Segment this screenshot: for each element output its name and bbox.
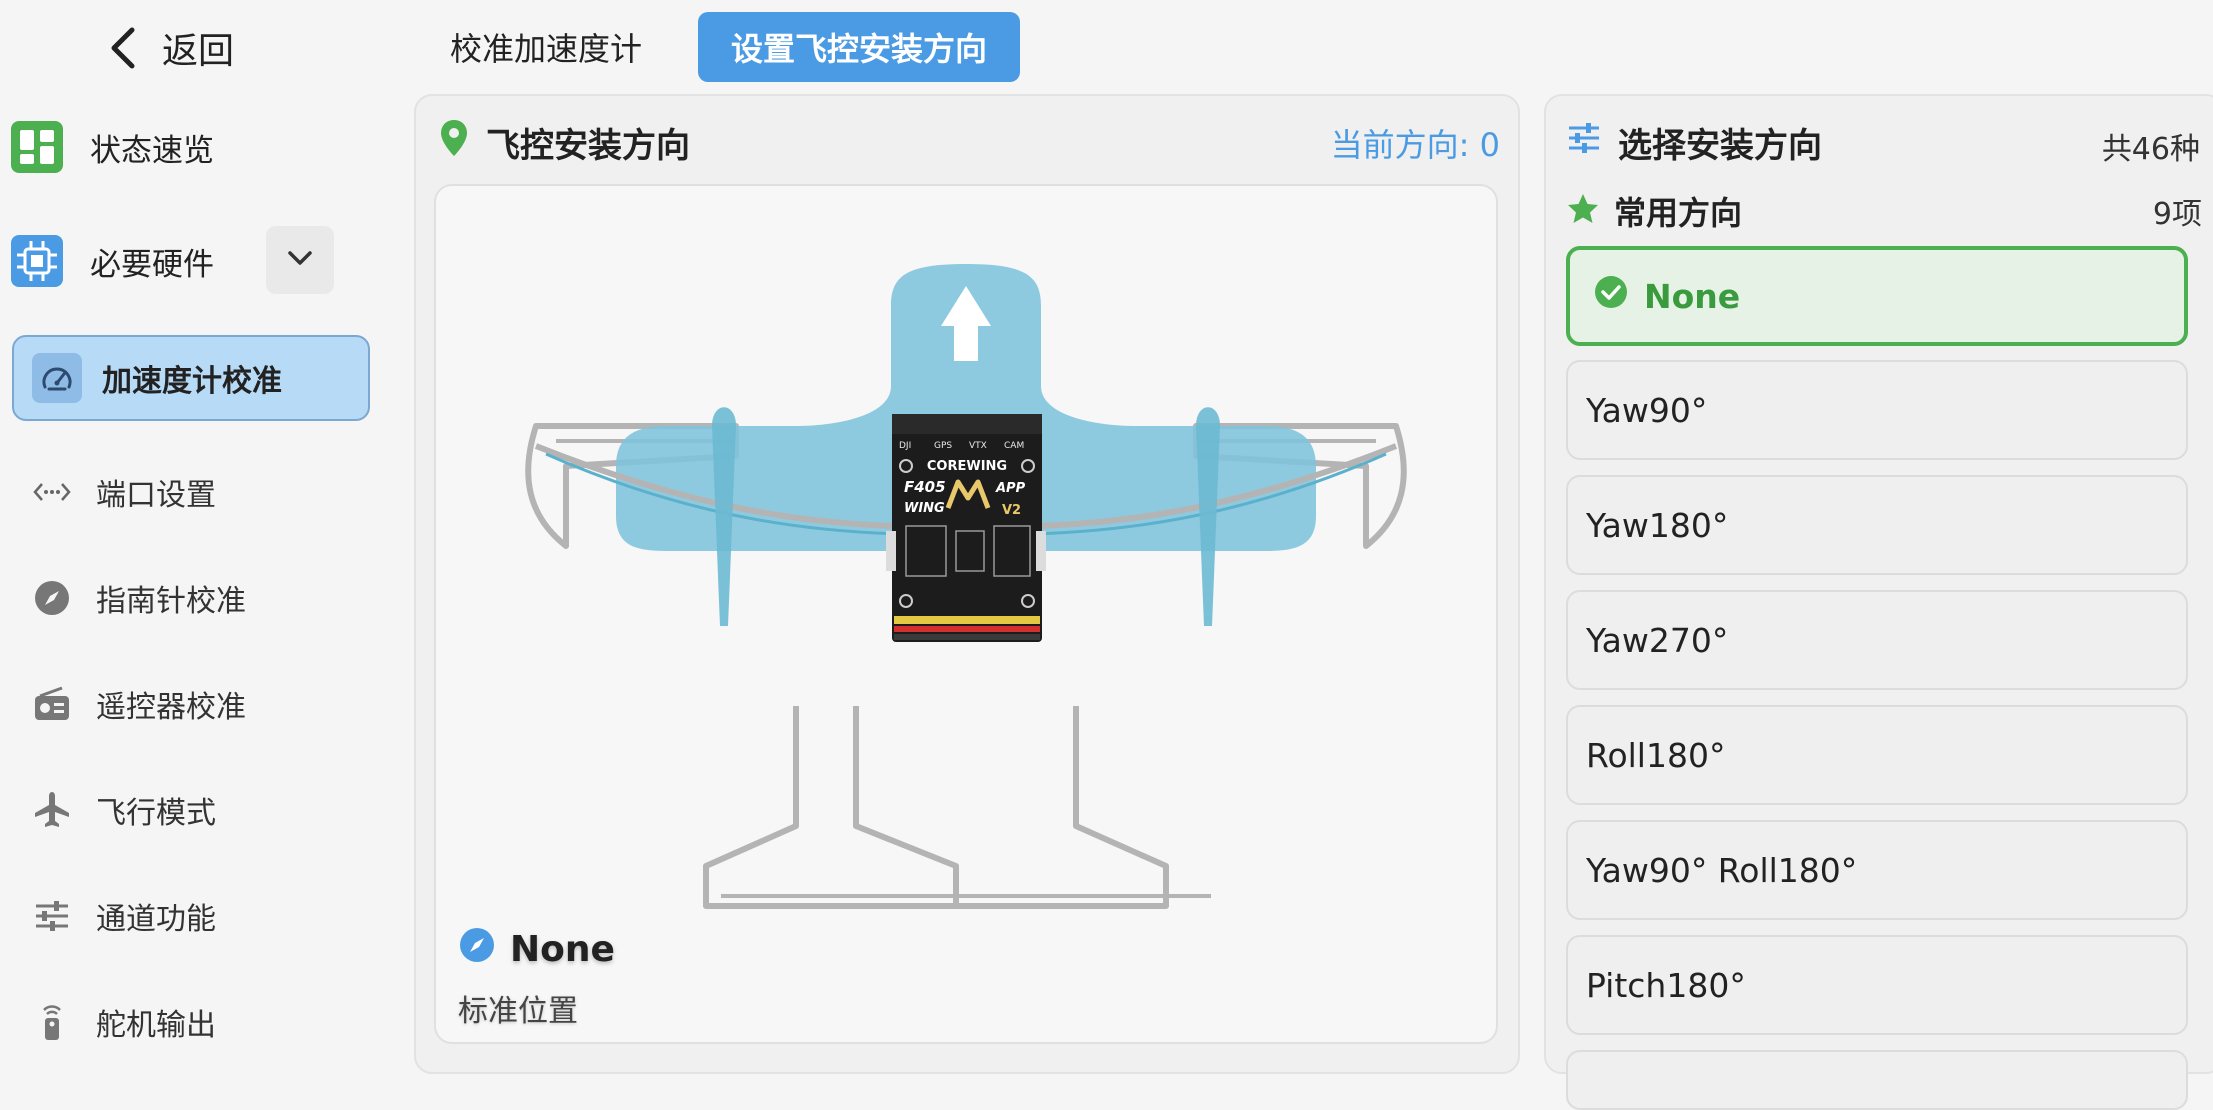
option-label: Yaw270° bbox=[1586, 620, 1729, 660]
common-directions-header: 常用方向 9项 bbox=[1566, 188, 2202, 234]
star-icon bbox=[1566, 192, 1600, 230]
orientation-option-none[interactable]: None bbox=[1566, 246, 2188, 346]
compass-icon bbox=[458, 926, 496, 973]
orientation-option[interactable]: Yaw90° Roll180° bbox=[1566, 820, 2188, 920]
expand-hardware-button[interactable] bbox=[266, 226, 334, 294]
orientation-option[interactable]: Pitch180° bbox=[1566, 935, 2188, 1035]
chevron-down-icon bbox=[286, 249, 314, 271]
sidebar-item-label: 状态速览 bbox=[90, 132, 214, 169]
gauge-icon bbox=[32, 353, 82, 403]
sidebar-item-label: 通道功能 bbox=[96, 902, 216, 937]
sidebar-item-servo-output[interactable]: 舵机输出 bbox=[32, 1000, 216, 1044]
orientation-name-text: None bbox=[510, 929, 615, 970]
sidebar-item-label: 必要硬件 bbox=[90, 246, 214, 283]
section-label: 常用方向 bbox=[1614, 194, 1743, 232]
radio-icon bbox=[32, 684, 72, 724]
sidebar-item-ports[interactable]: 端口设置 bbox=[32, 470, 216, 514]
sidebar-item-radio[interactable]: 遥控器校准 bbox=[32, 682, 246, 726]
sidebar-item-accel-calibration[interactable]: 加速度计校准 bbox=[12, 335, 370, 421]
board-label: GPS bbox=[934, 441, 952, 451]
board-label: VTX bbox=[969, 441, 987, 451]
orientation-option-partial[interactable] bbox=[1566, 1050, 2188, 1110]
sidebar-item-label: 遥控器校准 bbox=[96, 690, 246, 725]
select-panel-header: 选择安装方向 bbox=[1566, 118, 1822, 167]
sidebar-item-compass[interactable]: 指南针校准 bbox=[32, 576, 246, 620]
board-suffix: APP bbox=[995, 481, 1026, 496]
board-variant: WING bbox=[904, 501, 945, 516]
sidebar-item-hardware[interactable]: 必要硬件 bbox=[10, 234, 214, 288]
sidebar-item-label: 加速度计校准 bbox=[102, 364, 282, 399]
select-panel-title: 选择安装方向 bbox=[1618, 126, 1822, 166]
option-label: Pitch180° bbox=[1586, 965, 1746, 1005]
option-label: Roll180° bbox=[1586, 735, 1726, 775]
option-label: Yaw90° Roll180° bbox=[1586, 850, 1858, 890]
total-count: 共46种 bbox=[2101, 132, 2200, 167]
chip-icon bbox=[10, 234, 64, 288]
orientation-option[interactable]: Roll180° bbox=[1566, 705, 2188, 805]
sliders-icon bbox=[32, 896, 72, 936]
remote-icon bbox=[32, 1002, 72, 1042]
tab-board-orientation[interactable]: 设置飞控安装方向 bbox=[698, 12, 1020, 82]
sidebar-item-flight-modes[interactable]: 飞行模式 bbox=[32, 788, 216, 832]
orientation-panel: 飞控安装方向 当前方向: 0 bbox=[414, 94, 1520, 1074]
compass-icon bbox=[32, 578, 72, 618]
sidebar-item-label: 舵机输出 bbox=[96, 1008, 216, 1043]
sidebar-item-channels[interactable]: 通道功能 bbox=[32, 894, 216, 938]
sidebar-item-status[interactable]: 状态速览 bbox=[10, 120, 214, 174]
chevron-left-icon bbox=[108, 26, 138, 70]
option-label: Yaw90° bbox=[1586, 390, 1708, 430]
select-orientation-panel: 选择安装方向 共46种 常用方向 9项 None Yaw90° Yaw180° … bbox=[1544, 94, 2213, 1110]
orientation-preview: DJI GPS VTX CAM COREWING F405 APP WING V… bbox=[434, 184, 1498, 1044]
board-label: CAM bbox=[1004, 441, 1024, 451]
orientation-name: None bbox=[458, 926, 615, 973]
orientation-option[interactable]: Yaw180° bbox=[1566, 475, 2188, 575]
option-label: None bbox=[1644, 276, 1741, 316]
sidebar-item-label: 飞行模式 bbox=[96, 796, 216, 831]
board-label: DJI bbox=[899, 441, 911, 451]
airplane-icon bbox=[32, 790, 72, 830]
section-count: 9项 bbox=[2152, 197, 2202, 232]
orientation-description: 标准位置 bbox=[458, 994, 578, 1029]
board-model: F405 bbox=[904, 478, 946, 496]
back-label: 返回 bbox=[162, 31, 235, 72]
board-brand: COREWING bbox=[927, 459, 1007, 474]
tab-accel-calibration[interactable]: 校准加速度计 bbox=[449, 30, 642, 68]
option-label: Yaw180° bbox=[1586, 505, 1729, 545]
current-direction-label: 当前方向: 0 bbox=[1330, 126, 1500, 164]
back-button[interactable]: 返回 bbox=[108, 22, 234, 74]
port-icon bbox=[32, 472, 72, 512]
orientation-panel-title: 飞控安装方向 bbox=[486, 126, 690, 166]
dashboard-icon bbox=[10, 120, 64, 174]
orientation-option[interactable]: Yaw90° bbox=[1566, 360, 2188, 460]
sidebar-item-label: 指南针校准 bbox=[96, 584, 246, 619]
orientation-option[interactable]: Yaw270° bbox=[1566, 590, 2188, 690]
sidebar-item-label: 端口设置 bbox=[96, 478, 216, 513]
check-circle-icon bbox=[1594, 275, 1628, 317]
flight-controller-board: DJI GPS VTX CAM COREWING F405 APP WING V… bbox=[886, 414, 1046, 642]
airplane-diagram: DJI GPS VTX CAM COREWING F405 APP WING V… bbox=[525, 264, 1407, 909]
board-version: V2 bbox=[1002, 503, 1021, 518]
location-pin-icon bbox=[438, 118, 470, 167]
orientation-panel-header: 飞控安装方向 bbox=[438, 118, 690, 167]
tune-icon bbox=[1566, 120, 1602, 165]
